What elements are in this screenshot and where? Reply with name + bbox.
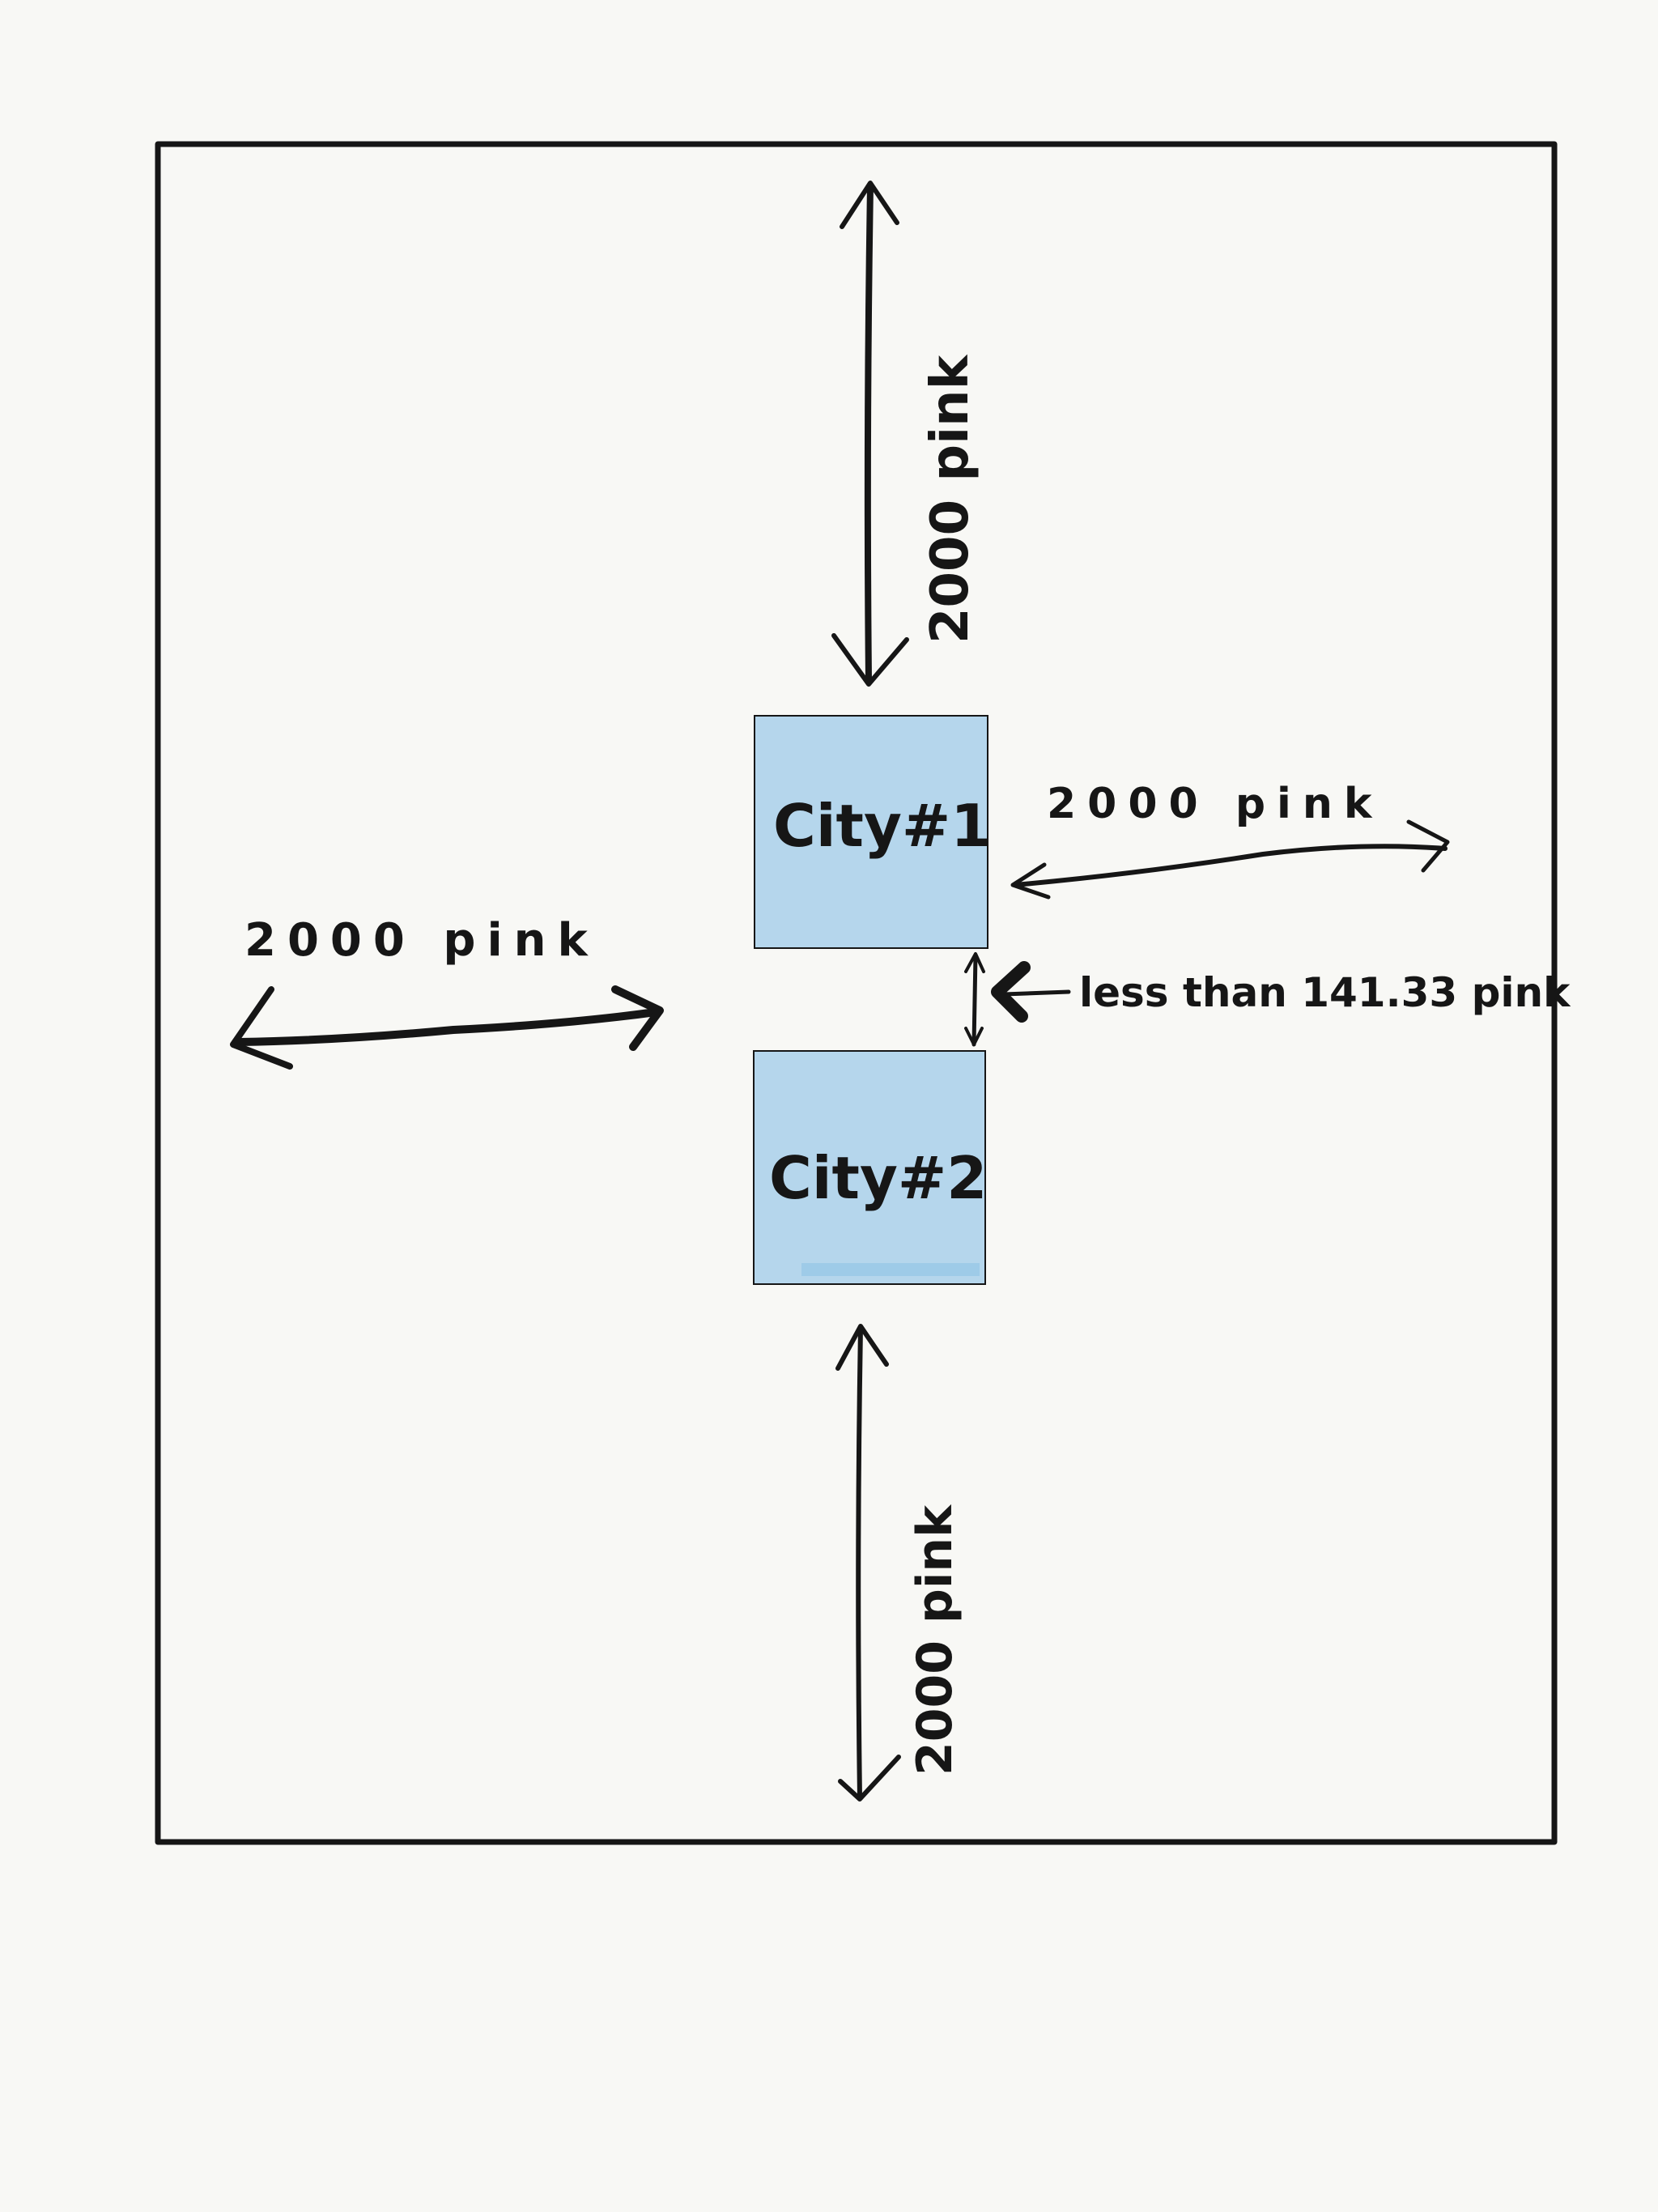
right-distance-arrow [1010, 819, 1450, 900]
bottom-distance-arrow [835, 1324, 901, 1802]
pointer-arrow [991, 961, 1071, 1023]
left-distance-arrow [230, 985, 664, 1070]
between-cities-label: less than 141.33 pink [1079, 969, 1571, 1016]
right-distance-label: 2000 pink [1047, 780, 1383, 828]
top-distance-label: 2000 pink [920, 354, 980, 644]
bottom-distance-label: 2000 pink [907, 1504, 963, 1776]
city-1-label: City#1 [773, 792, 991, 860]
top-distance-arrow [831, 181, 909, 687]
left-distance-label: 2000 pink [244, 914, 599, 967]
city-1: City#1 [754, 715, 991, 949]
city-2-label: City#2 [769, 1144, 987, 1212]
city-2: City#2 [753, 1050, 987, 1285]
between-cities-arrow [964, 952, 985, 1047]
map-boundary [155, 141, 1558, 1845]
